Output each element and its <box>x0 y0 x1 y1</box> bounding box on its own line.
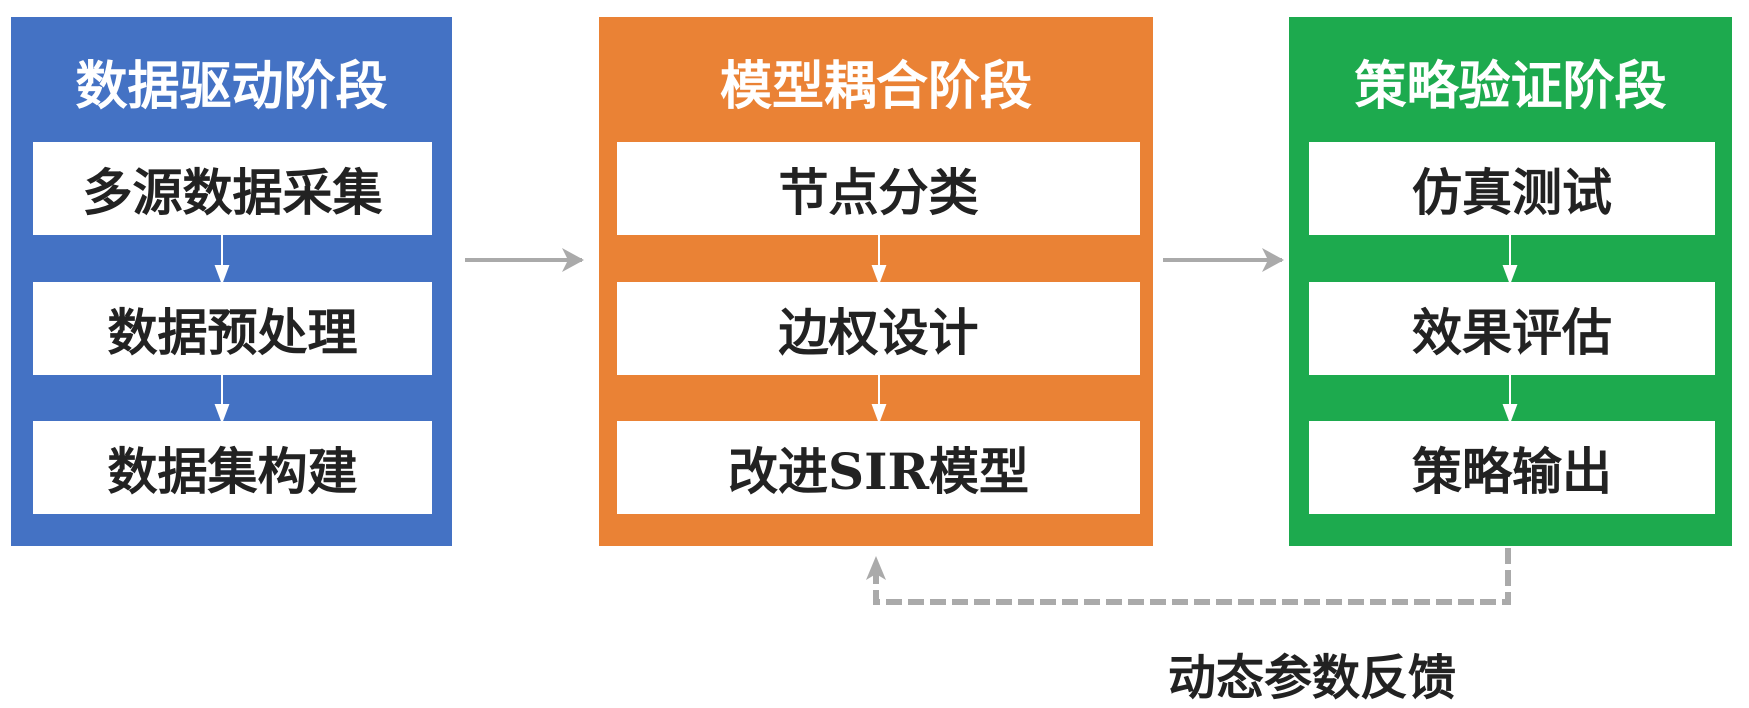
stage-model-coupling: 模型耦合阶段 节点分类 边权设计 改进SIR模型 <box>599 17 1153 546</box>
step-box: 数据预处理 <box>33 282 432 375</box>
stage-title: 模型耦合阶段 <box>719 56 1032 117</box>
down-arrowhead <box>1502 265 1518 285</box>
arrowhead <box>1262 248 1284 272</box>
down-arrowhead <box>214 404 230 424</box>
stage-data-driven: 数据驱动阶段 多源数据采集 数据预处理 数据集构建 <box>11 17 452 546</box>
down-arrowhead <box>871 265 887 285</box>
step-box: 多源数据采集 <box>33 142 432 235</box>
down-arrowhead <box>1502 404 1518 424</box>
step-box: 节点分类 <box>617 142 1140 235</box>
step-box: 仿真测试 <box>1309 142 1715 235</box>
down-arrowhead <box>214 265 230 285</box>
stage-title: 数据驱动阶段 <box>75 56 388 117</box>
step-box: 边权设计 <box>617 282 1140 375</box>
arrowhead <box>562 248 584 272</box>
step-box: 改进SIR模型 <box>617 421 1140 514</box>
feedback-dashed-arrow <box>873 548 1511 605</box>
step-box: 策略输出 <box>1309 421 1715 514</box>
step-box: 数据集构建 <box>33 421 432 514</box>
stage-strategy-validation: 策略验证阶段 仿真测试 效果评估 策略输出 <box>1289 17 1732 546</box>
step-box: 效果评估 <box>1309 282 1715 375</box>
feedback-arrowhead <box>866 556 886 580</box>
down-arrowhead <box>871 404 887 424</box>
feedback-label: 动态参数反馈 <box>1168 650 1457 706</box>
stage-title: 策略验证阶段 <box>1354 56 1667 117</box>
